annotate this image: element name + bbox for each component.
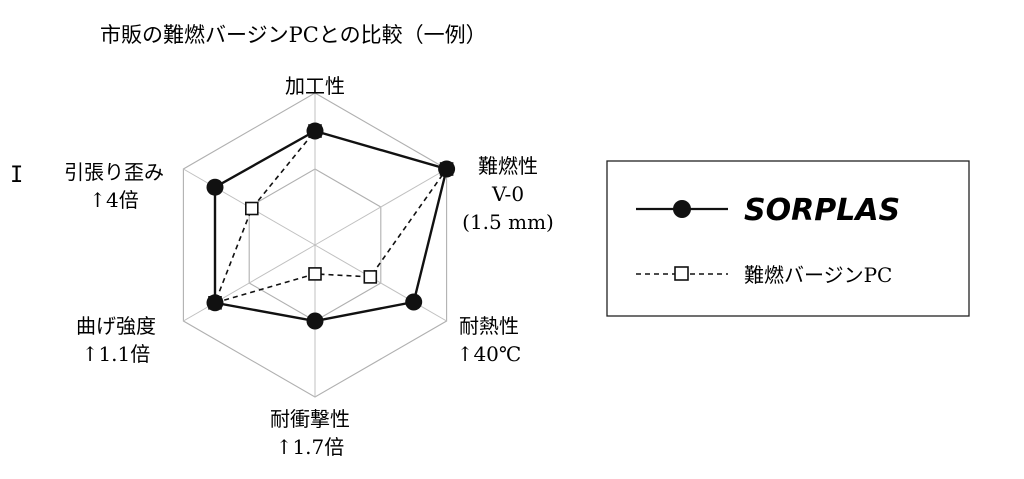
- axis-label-strain: 引張り歪み ↑4倍: [64, 160, 164, 212]
- grid-spoke: [183, 244, 316, 322]
- radar-series-layer: [206, 122, 456, 330]
- legend-label-virgin-pc: 難燃バージンPC: [744, 263, 892, 287]
- axis-label-line: 引張り歪み: [64, 160, 164, 184]
- legend-frame: [606, 160, 970, 317]
- axis-label-line: 耐衝撃性: [270, 407, 350, 431]
- chart-title: 市販の難燃バージンPCとの比較（一例）: [100, 23, 487, 47]
- axis-label-line: ↑1.7倍: [276, 435, 345, 459]
- data-point: [306, 312, 324, 330]
- legend-label-sorplas: SORPLAS: [744, 193, 900, 228]
- axis-label-line: 加工性: [285, 74, 345, 98]
- text-cursor-icon: I: [10, 163, 23, 188]
- data-point: [363, 270, 378, 284]
- series-sorplas: [206, 122, 456, 330]
- axis-label-line: 曲げ強度: [76, 314, 156, 338]
- data-point: [438, 160, 456, 178]
- legend: SORPLAS 難燃バージンPC: [606, 160, 970, 317]
- data-point: [206, 294, 224, 312]
- axis-label-bending: 曲げ強度 ↑1.1倍: [76, 314, 156, 366]
- axis-label-line: 耐熱性: [459, 314, 519, 338]
- grid-spoke: [314, 168, 447, 246]
- data-point: [206, 178, 224, 196]
- data-point: [308, 267, 322, 281]
- data-point: [405, 293, 423, 311]
- data-point: [245, 201, 259, 216]
- axis-label-line: 難燃性: [478, 154, 538, 178]
- series-virgin-pc: [208, 124, 454, 310]
- legend-marker-virgin-pc: [674, 266, 689, 281]
- legend-marker-sorplas: [673, 200, 691, 218]
- data-point: [306, 122, 324, 140]
- axis-label-line: ↑4倍: [89, 188, 138, 212]
- axis-label-line: ↑1.1倍: [82, 342, 151, 366]
- axis-label-processability: 加工性: [285, 74, 345, 98]
- axis-label-impact: 耐衝撃性 ↑1.7倍: [270, 407, 350, 459]
- axis-label-line: (1.5 mm): [462, 210, 554, 234]
- axis-label-line: ↑40℃: [457, 342, 522, 366]
- axis-label-heat: 耐熱性 ↑40℃: [457, 314, 522, 366]
- axis-label-flame: 難燃性 V-0 (1.5 mm): [462, 154, 554, 234]
- grid-spoke: [314, 244, 447, 322]
- axis-label-line: V-0: [491, 182, 524, 206]
